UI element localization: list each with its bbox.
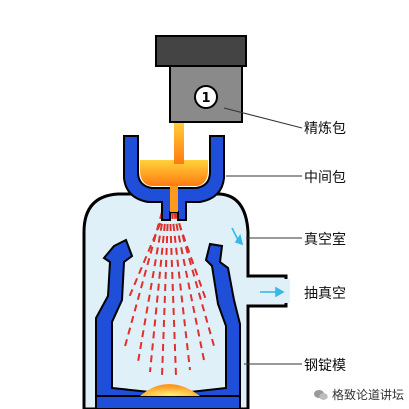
evacuation-arrow-lower (260, 286, 285, 298)
watermark-text: 格致论道讲坛 (332, 388, 405, 402)
ingot-mold-bottom (95, 395, 241, 409)
process-number-badge (194, 85, 218, 109)
tundish-molten-steel (140, 160, 208, 186)
process-number: 1 (201, 91, 210, 106)
leader-lines (223, 107, 303, 365)
evacuation-label: 抽真空 (304, 286, 346, 302)
evacuation-arrow-upper (231, 227, 244, 246)
ingot-mold-label: 钢锭模 (304, 358, 346, 374)
steel-spray (123, 211, 215, 377)
vacuum-chamber-label: 真空室 (304, 232, 346, 248)
ladle-cap (155, 35, 247, 67)
ladle-label: 精炼包 (304, 121, 346, 137)
wechat-icon (314, 389, 328, 400)
ladle-pouring-stream (174, 120, 184, 164)
molten-pool (140, 384, 200, 396)
vacuum-port (246, 279, 290, 303)
tundish (123, 135, 225, 221)
tundish-nozzle-stream (170, 186, 178, 212)
tundish-label: 中间包 (304, 170, 346, 186)
watermark: 格致论道讲坛 (314, 386, 404, 403)
